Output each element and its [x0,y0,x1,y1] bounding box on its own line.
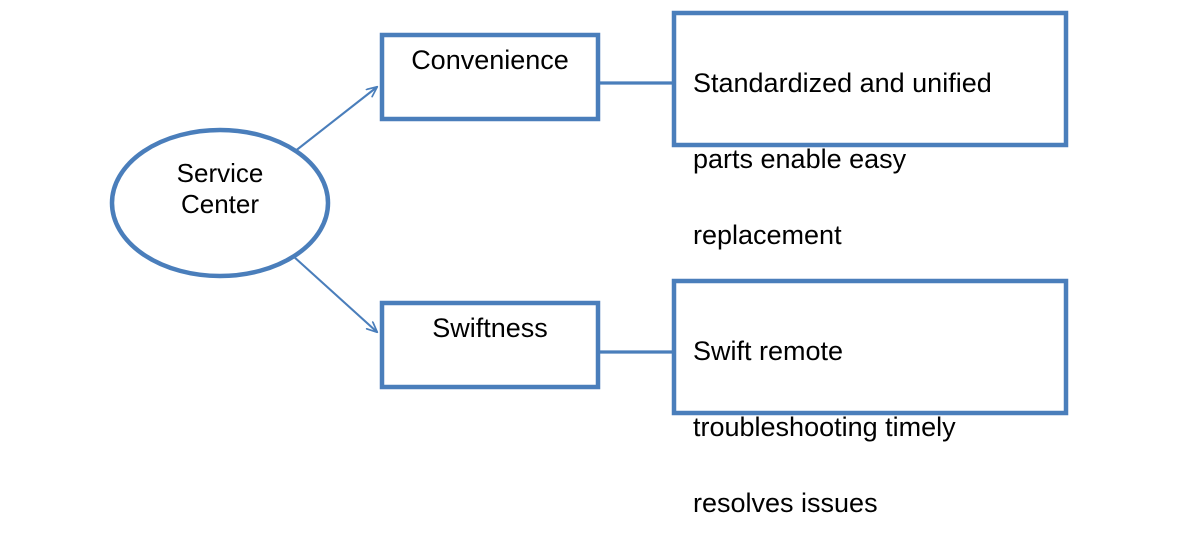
diagram-canvas: Service Center Convenience Standardized … [109,10,1069,518]
category-box-swiftness[interactable] [379,300,601,390]
root-node-ellipse[interactable] [109,127,331,279]
detail-box-convenience[interactable] [671,10,1069,148]
detail-line: parts enable easy [693,144,907,174]
arrow-root-to-convenience [293,87,377,153]
category-label-swiftness: Swiftness [432,313,548,343]
detail-line: resolves issues [693,488,878,518]
root-node-label: Service Center [176,158,264,219]
detail-line: Swift remote [693,336,844,366]
category-box-convenience[interactable] [379,32,601,122]
detail-label-swiftness: Swift remote troubleshooting timely reso… [693,294,1059,560]
arrow-root-to-swiftness [292,255,377,332]
detail-line: troubleshooting timely [693,412,956,442]
diagram-shapes-layer [109,10,1069,416]
detail-label-convenience: Standardized and unified parts enable ea… [693,26,1059,292]
detail-line: Standardized and unified [693,68,992,98]
detail-line: replacement [693,220,842,250]
detail-box-swiftness[interactable] [671,278,1069,416]
category-label-convenience: Convenience [411,45,569,75]
